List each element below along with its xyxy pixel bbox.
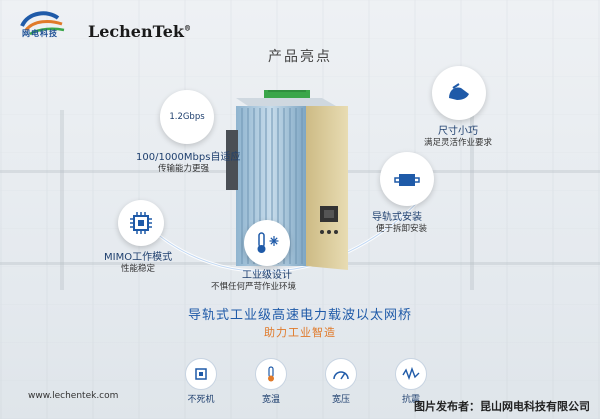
background-shelf [470,90,474,290]
feature-label: 不死机 [187,395,215,405]
hand-icon [449,83,469,100]
brand-name-text: LechenTek [88,22,184,41]
rate-callout-label: 100/1000Mbps自适应 [136,152,241,163]
website-url[interactable]: www.lechentek.com [28,391,119,401]
industrial-callout-circle [244,220,290,266]
headline: 导轨式工业级高速电力载波以太网桥 [187,308,412,323]
company-logo [14,8,74,44]
rate-badge: 1.2Gbps [169,112,205,122]
feature-no-crash: 不死机 [171,358,231,405]
rail-callout-circle [380,152,434,206]
wave-icon [395,358,427,390]
feature-wide-temp: 宽温 [241,358,301,405]
industrial-callout-label: 工业级设计 [242,270,292,281]
chip-icon [130,212,152,234]
rate-callout-sub: 传输能力更强 [158,164,210,174]
feature-label: 宽温 [261,395,280,405]
background-shelf [60,110,64,290]
gauge-icon [325,358,357,390]
logo-subtext: 网电科技 [22,29,58,38]
feature-shockproof: 抗震 [381,358,441,405]
registered-mark: ® [183,23,191,33]
mimo-callout-sub: 性能稳定 [121,264,156,274]
thermometer-snow-icon [257,232,279,253]
industrial-callout-sub: 不惧任何严苛作业环境 [211,282,297,292]
rail-callout-sub: 便于拆卸安装 [376,224,428,234]
brand-name: LechenTek® [88,22,191,41]
cpu-icon [185,358,217,390]
size-callout-label: 尺寸小巧 [438,126,478,137]
logo-swirl-icon [20,11,65,36]
rate-callout-circle: 1.2Gbps [160,90,214,144]
mimo-callout-circle [118,200,164,246]
feature-wide-voltage: 宽压 [311,358,371,405]
rail-clip-icon [394,174,420,186]
mimo-callout-label: MIMO工作模式 [104,252,173,263]
publisher-credit: 图片发布者：昆山网电科技有限公司 [414,400,590,413]
size-callout-circle [432,66,486,120]
page-title: 产品亮点 [268,49,332,65]
feature-label: 抗震 [401,395,420,405]
feature-label: 宽压 [331,395,350,405]
rail-callout-label: 导轨式安装 [372,212,422,223]
thermometer-icon [255,358,287,390]
subheadline: 助力工业智造 [264,326,336,339]
size-callout-sub: 满足灵活作业要求 [424,138,493,148]
